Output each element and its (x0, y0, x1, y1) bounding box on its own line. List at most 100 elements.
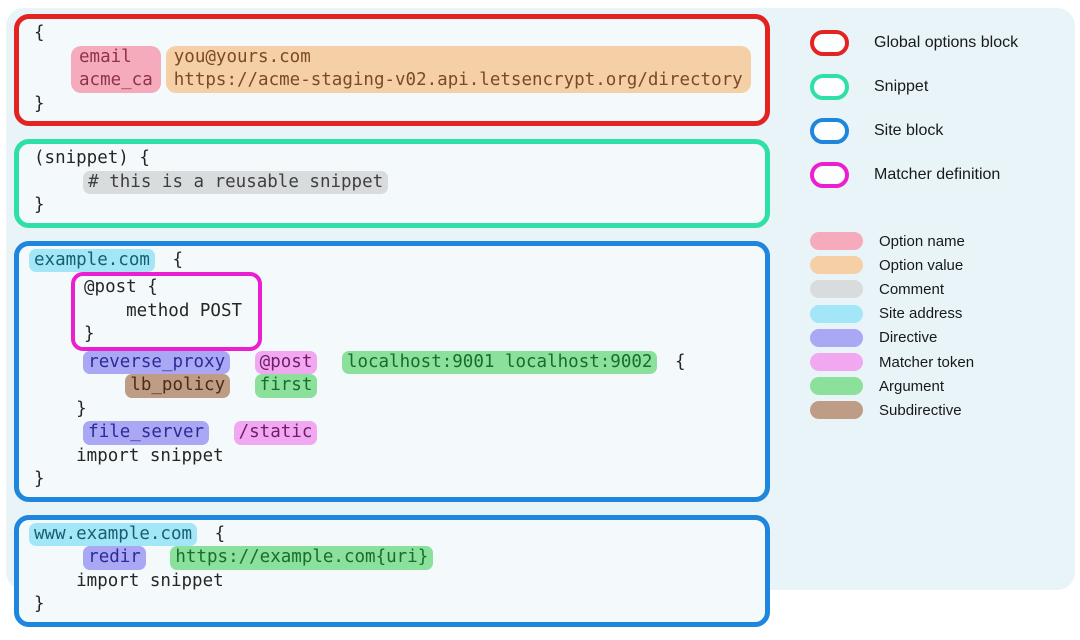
legend-label: Site address (879, 305, 963, 323)
code-line: { (28, 22, 755, 46)
legend-label: Snippet (874, 78, 929, 95)
code-line: lb_policy first (28, 374, 755, 398)
token-matcher-token: @post (254, 350, 318, 374)
code-line: } (28, 593, 755, 617)
legend-label: Subdirective (879, 401, 962, 419)
token-plain: { (204, 523, 226, 544)
token-matcher-token: /static (233, 421, 318, 445)
token-plain (232, 351, 253, 375)
code-line: (snippet) { (28, 147, 755, 171)
token-plain (29, 374, 123, 398)
token-site-address: example.com (29, 248, 155, 272)
subdirective-pill-swatch (810, 401, 863, 420)
option-name-pill-swatch (810, 232, 863, 251)
matcher-definition-row: @post { method POST} (28, 272, 755, 351)
token-argument: first (254, 374, 318, 398)
token-plain: } (34, 398, 87, 419)
code-line: redir https://example.com{uri} (28, 546, 755, 570)
code-line: www.example.com { (28, 522, 755, 546)
token-comment: # this is a reusable snippet (83, 170, 389, 194)
code-line: } (84, 324, 95, 344)
token-plain: import snippet (34, 570, 224, 591)
option-name-pill: email acme_ca (71, 45, 161, 93)
snippet-block-outline-swatch (810, 74, 849, 100)
legend-label: Comment (879, 280, 945, 298)
code-line: } (28, 468, 755, 492)
token-plain: (snippet) { (34, 148, 150, 168)
legend-item-comment: Comment (810, 277, 1070, 301)
code-line: } (28, 398, 755, 422)
legend-item-directive: Directive (810, 326, 1070, 350)
code-line: example.com { (28, 248, 755, 272)
site-block-outline-swatch (810, 118, 849, 144)
token-plain: { (664, 351, 686, 372)
token-plain (29, 171, 81, 195)
site-block-example: example.com {@post { method POST} revers… (14, 240, 770, 502)
code-line: } (28, 194, 755, 218)
legend-label: Directive (879, 329, 938, 347)
token-subdirective: lb_policy (125, 374, 231, 398)
legend-label: Argument (879, 377, 945, 395)
code-line: import snippet (28, 445, 755, 469)
token-plain (232, 374, 253, 398)
token-directive: file_server (83, 421, 210, 445)
token-plain: { (161, 249, 183, 270)
token-plain: } (34, 93, 45, 114)
token-plain: { (34, 23, 45, 43)
legend-label: Matcher definition (874, 166, 1001, 183)
token-plain (29, 351, 81, 375)
comment-pill-swatch (810, 280, 863, 299)
matcher-token-pill-swatch (810, 353, 863, 372)
legend-label: Global options block (874, 34, 1019, 51)
token-plain (29, 421, 81, 445)
legend-item-matcher-block: Matcher definition (810, 153, 1070, 197)
legend-item-option-value: Option value (810, 253, 1070, 277)
token-plain (211, 421, 232, 445)
legend-item-global-block: Global options block (810, 21, 1070, 65)
matcher-block-outline-swatch (810, 162, 849, 188)
legend-label: Site block (874, 122, 944, 139)
token-site-address: www.example.com (29, 522, 198, 546)
global-block-outline-swatch (810, 30, 849, 56)
legend-label: Option name (879, 232, 965, 250)
legend-item-argument: Argument (810, 374, 1070, 398)
site-block-www: www.example.com { redir https://example.… (14, 514, 770, 627)
snippet-block: (snippet) { # this is a reusable snippet… (14, 139, 770, 228)
token-plain: } (34, 195, 45, 215)
code-line: } (28, 93, 755, 117)
option-value-pill-swatch (810, 256, 863, 275)
token-directive: redir (83, 546, 146, 570)
legend-item-snippet-block: Snippet (810, 65, 1070, 109)
option-value-pill: you@yours.com https://acme-staging-v02.a… (165, 45, 751, 93)
code-line: method POST (84, 300, 243, 321)
directive-pill-swatch (810, 328, 863, 347)
legend-item-subdirective: Subdirective (810, 398, 1070, 422)
code-line: # this is a reusable snippet (28, 170, 755, 195)
legend-item-site-address: Site address (810, 302, 1070, 326)
token-plain: } (34, 594, 45, 614)
token-argument: localhost:9001 localhost:9002 (341, 350, 658, 374)
code-line: reverse_proxy @post localhost:9001 local… (28, 350, 755, 375)
argument-pill-swatch (810, 377, 863, 396)
token-plain: import snippet (34, 445, 224, 466)
matcher-definition-box: @post { method POST} (71, 272, 263, 351)
legend-label: Matcher token (879, 353, 975, 371)
token-argument: https://example.com{uri} (170, 546, 434, 570)
code-line: @post { (84, 277, 158, 297)
token-plain: } (34, 469, 45, 489)
code-line: import snippet (28, 570, 755, 594)
token-directive: reverse_proxy (83, 350, 231, 374)
legend-item-option-name: Option name (810, 229, 1070, 253)
token-plain (29, 546, 81, 570)
token-plain (148, 546, 169, 570)
token-plain (319, 351, 340, 375)
legend-item-matcher-token: Matcher token (810, 350, 1070, 374)
site-address-pill-swatch (810, 304, 863, 323)
